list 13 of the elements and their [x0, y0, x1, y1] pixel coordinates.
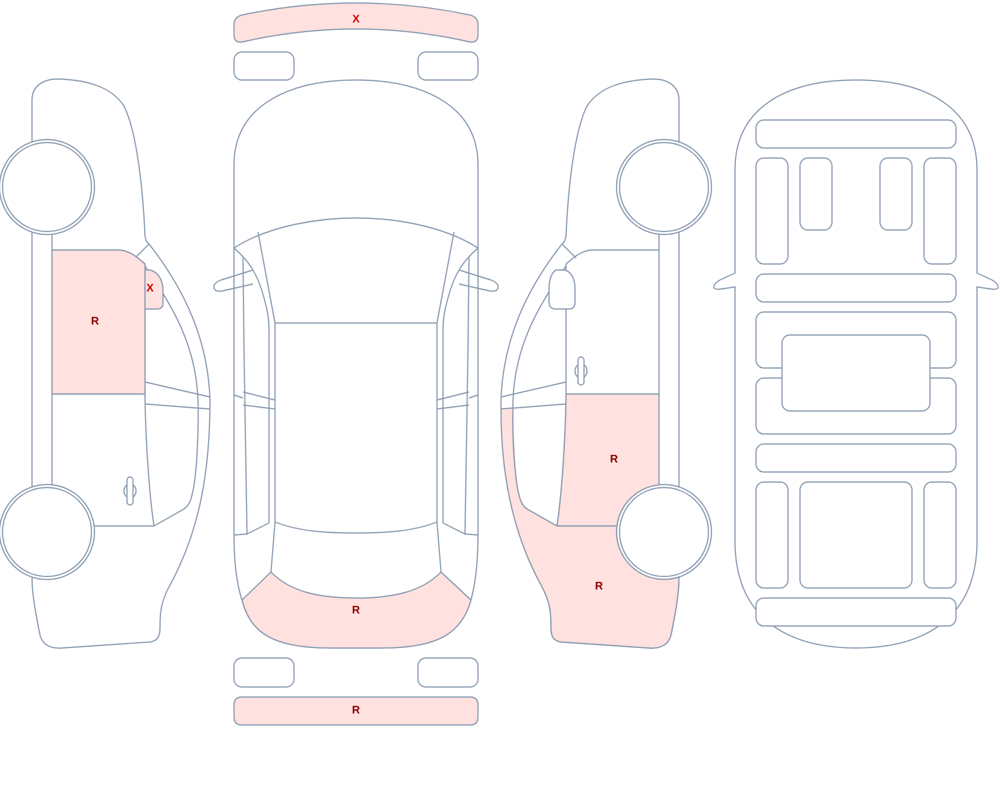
damage-code: R — [91, 316, 99, 328]
bumper-panel — [233, 2, 479, 44]
door-panel — [51, 249, 146, 395]
damage-code: R — [595, 582, 603, 592]
damage-code: R — [352, 606, 360, 616]
damage-code: X — [352, 14, 360, 26]
bumper-panel — [233, 696, 479, 726]
damage-code: X — [146, 284, 154, 294]
door-panel — [556, 393, 660, 527]
damage-code: R — [352, 706, 360, 716]
damage-code: R — [610, 454, 618, 466]
mirror-panel — [144, 269, 164, 310]
rear-panel — [241, 571, 472, 649]
